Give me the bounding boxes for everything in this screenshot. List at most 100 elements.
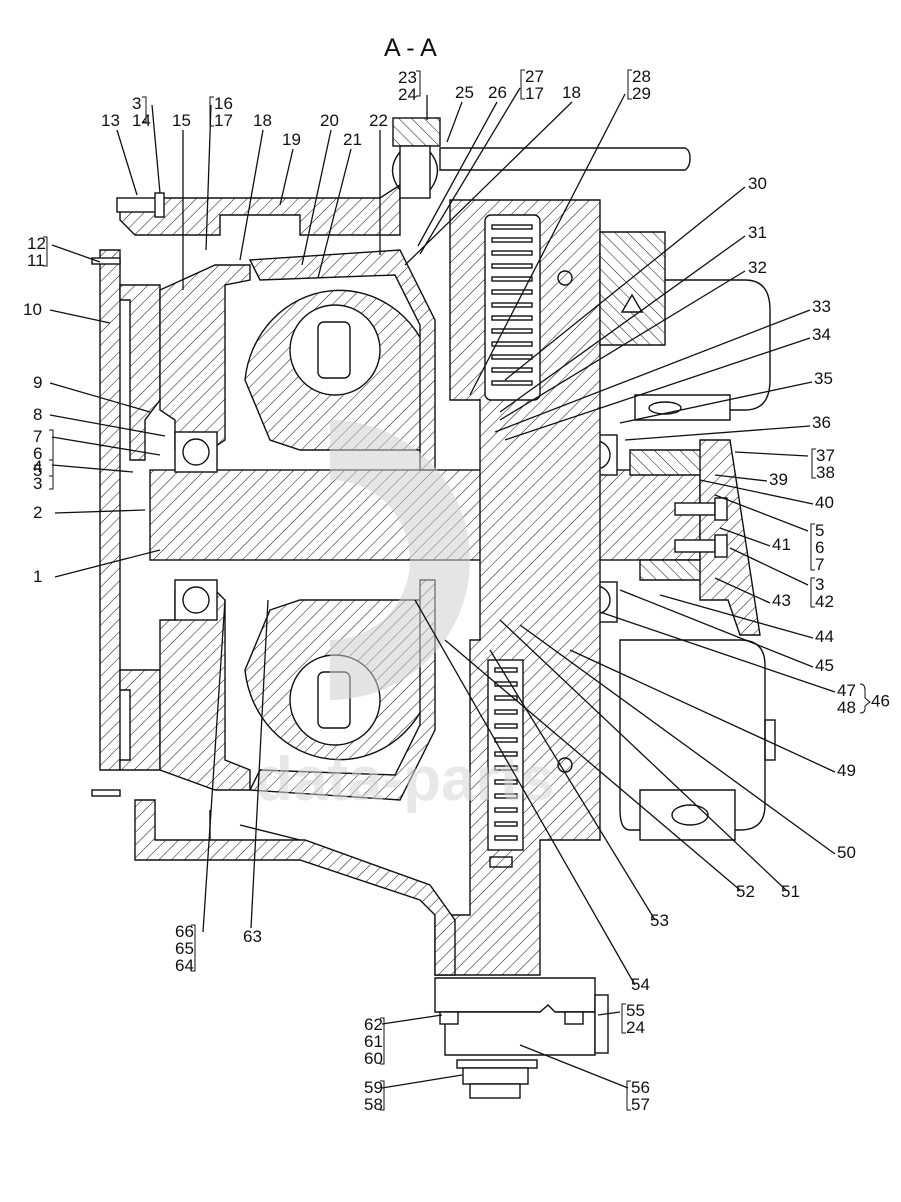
breather-cap: [392, 117, 441, 147]
callout-number: 44: [815, 627, 834, 646]
output-bolt-head: [714, 497, 728, 521]
bearing-ball: [182, 586, 210, 614]
callout-number: 12: [27, 234, 46, 253]
callout-number: 33: [812, 297, 831, 316]
drain-plug-head: [469, 1083, 521, 1099]
callout-1: 1: [33, 567, 42, 586]
callout-number: 40: [815, 493, 834, 512]
gear-tooth: [494, 821, 518, 827]
gear-tooth: [494, 667, 518, 673]
callout-number: 24: [398, 85, 417, 104]
callout-25: 25: [455, 83, 474, 102]
callout-number: 15: [172, 111, 191, 130]
leader-line-31: [499, 235, 746, 413]
gear-tooth: [494, 765, 518, 771]
stud-bolt: [91, 257, 121, 265]
callout-51: 51: [781, 882, 800, 901]
callout-number: 17: [214, 111, 233, 130]
cover-bolt: [116, 197, 158, 213]
callout-10: 10: [23, 300, 42, 319]
gear-teeth: [491, 224, 533, 386]
leader-line-64-65-66: [202, 599, 226, 933]
leader-line-5-6-7: [51, 436, 161, 456]
gear-tooth: [494, 681, 518, 687]
gear-tooth: [491, 289, 533, 295]
callout-number: 36: [812, 413, 831, 432]
callout-15: 15: [172, 111, 191, 130]
leader-line-36: [624, 425, 811, 441]
callout-number: 55: [626, 1001, 645, 1020]
callout-number: 50: [837, 843, 856, 862]
leader-line-3-42: [729, 547, 809, 586]
leader-line-53: [489, 649, 656, 921]
callout-30: 30: [748, 174, 767, 193]
callout-50: 50: [837, 843, 856, 862]
leader-line-25: [446, 101, 463, 143]
callout-34: 34: [812, 325, 831, 344]
gear-tooth: [491, 341, 533, 347]
leader-line-3-4: [51, 464, 134, 473]
callout-number: 7: [33, 427, 42, 446]
callout-number: 23: [398, 68, 417, 87]
callout-bracket: [810, 523, 815, 571]
leader-line-27-17: [419, 87, 521, 255]
callout-63: 63: [243, 927, 262, 946]
leader-line-10: [49, 309, 111, 324]
gear-tooth: [494, 835, 518, 841]
callout-number: 28: [632, 67, 651, 86]
callout-number: 54: [631, 975, 650, 994]
gear-tooth: [491, 367, 533, 373]
callout-number: 24: [626, 1018, 645, 1037]
callout-45: 45: [815, 656, 834, 675]
leader-line-35: [619, 381, 813, 424]
leader-line-50: [519, 624, 836, 855]
callout-bracket: [626, 1080, 631, 1111]
gear-tooth: [494, 709, 518, 715]
callout-number: 20: [320, 111, 339, 130]
callout-33: 33: [812, 297, 831, 316]
callout-36: 36: [812, 413, 831, 432]
gear-tooth: [491, 276, 533, 282]
torus-slot: [317, 321, 351, 379]
callout-number: 47: [837, 681, 856, 700]
leader-line-56-57: [519, 1044, 629, 1089]
callout-number: 51: [781, 882, 800, 901]
leader-line-8: [49, 414, 166, 437]
callout-54: 54: [631, 975, 650, 994]
callout-8: 8: [33, 405, 42, 424]
callout-41: 41: [772, 535, 791, 554]
gear-tooth: [491, 224, 533, 230]
gear-tooth: [491, 250, 533, 256]
callout-number: 25: [455, 83, 474, 102]
housing-bracket: [699, 439, 761, 636]
leader-line-16-17: [205, 104, 212, 251]
leader-line-60-61-62: [381, 1014, 443, 1025]
callout-19: 19: [282, 130, 301, 149]
callout-number: 5: [33, 461, 42, 480]
leader-line-19: [279, 148, 294, 206]
callout-40: 40: [815, 493, 834, 512]
gear-tooth: [491, 315, 533, 321]
callout-18a: 18: [253, 111, 272, 130]
callout-number: 49: [837, 761, 856, 780]
callout-number: 9: [33, 373, 42, 392]
flange-port: [671, 804, 709, 826]
bell-housing: [159, 264, 251, 451]
callout-bracket: [43, 236, 48, 267]
callout-number: 59: [364, 1078, 383, 1097]
callout-number: 37: [816, 446, 835, 465]
callout-number: 6: [815, 538, 824, 557]
bolt-head: [439, 1011, 459, 1025]
callout-bracket: [416, 70, 421, 97]
callout-26: 26: [488, 83, 507, 102]
cover-lower-ring: [119, 669, 161, 771]
leader-line-30: [504, 186, 746, 381]
callout-number: 5: [815, 521, 824, 540]
gear-tooth: [494, 807, 518, 813]
leader-line-51: [499, 619, 787, 891]
